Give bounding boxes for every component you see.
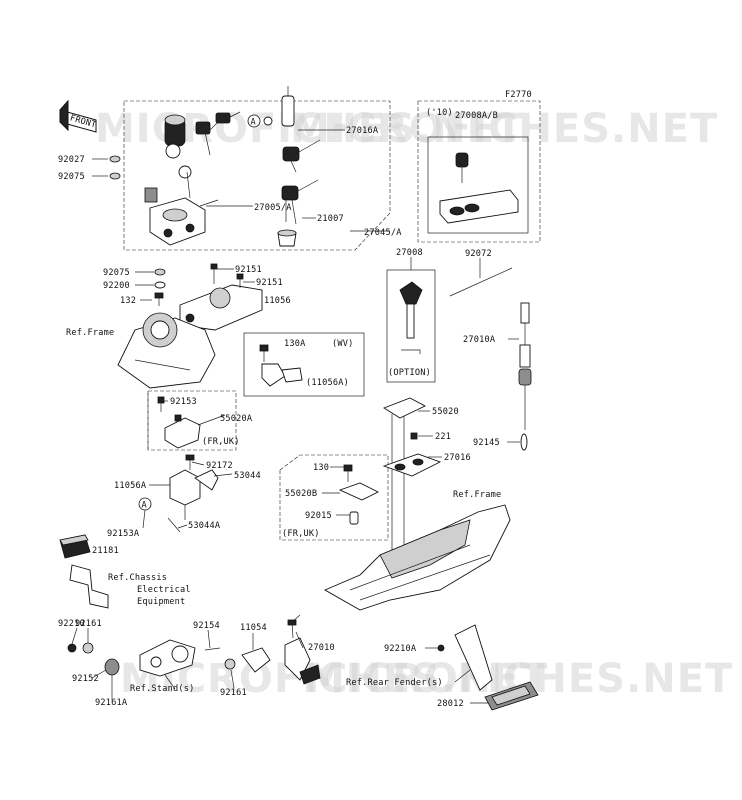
label-ref-frame-1: Ref.Frame (66, 328, 114, 338)
label-92153: 92153 (170, 397, 197, 407)
key-set-icon (281, 139, 321, 225)
label-92200: 92200 (103, 281, 130, 291)
washer-icon (154, 281, 166, 289)
label-130A: 130A (284, 339, 306, 349)
label-ref-chassis-2: Electrical (137, 585, 191, 595)
label-55020: 55020 (432, 407, 459, 417)
seal-cap-icon (277, 229, 297, 247)
svg-text:A: A (251, 118, 257, 128)
label-92151-a: 92151 (235, 265, 262, 275)
label-92075: 92075 (103, 268, 130, 278)
label-27010A: 27010A (463, 335, 496, 345)
clip-53044A-icon (167, 517, 181, 533)
label-ref-chassis-1: Ref.Chassis (108, 573, 167, 583)
fr-uk-right-box (279, 454, 389, 541)
handlebar-bracket (179, 263, 263, 331)
label-option: (OPTION) (388, 368, 431, 378)
label-132: 132 (120, 296, 136, 306)
label-221: 221 (435, 432, 451, 442)
wv-bolt-bracket-icon (259, 344, 303, 387)
option-key-box (417, 100, 541, 243)
label-27016: 27016 (444, 453, 471, 463)
label-fr-uk-1: (FR,UK) (202, 437, 240, 447)
cable-tie-icon (449, 267, 513, 297)
label-11056: 11056 (264, 296, 291, 306)
label-fr-uk-2: (FR,UK) (282, 529, 320, 539)
label-year-note: ('10) (426, 108, 453, 118)
option-key-inner-box (427, 136, 529, 234)
label-27005A: 27005/A (254, 203, 292, 213)
wv-box (243, 332, 365, 397)
switch-assembly-icon (518, 302, 532, 451)
label-ref-rear-fender: Ref.Rear Fender(s) (346, 678, 443, 688)
label-11056A-paren: (11056A) (306, 378, 349, 388)
label-92154: 92154 (193, 621, 220, 631)
ignition-switch-body (144, 114, 219, 246)
label-55020B: 55020B (285, 489, 317, 499)
label-92075-top: 92075 (58, 172, 85, 182)
label-92153A: 92153A (107, 529, 140, 539)
label-92210A: 92210A (384, 644, 417, 654)
label-92015: 92015 (305, 511, 332, 521)
label-92072: 92072 (465, 249, 492, 259)
bracket-55020A-icon (157, 396, 201, 449)
label-53044: 53044 (234, 471, 261, 481)
lock-cylinder-icon (263, 86, 295, 127)
callout-a-top: A (247, 114, 261, 128)
stand-switch-parts (67, 614, 321, 685)
front-arrow-icon: FRONT (59, 99, 97, 133)
label-92172: 92172 (206, 461, 233, 471)
ignition-group-box (123, 100, 391, 251)
label-92210: 92210 (58, 619, 85, 629)
svg-text:A: A (142, 501, 148, 511)
label-27010: 27010 (308, 643, 335, 653)
label-92145: 92145 (473, 438, 500, 448)
figure-code: F2770 (505, 90, 532, 100)
bracket-55020-icon (382, 397, 442, 555)
label-27008: 27008 (396, 248, 423, 258)
label-55020A: 55020A (220, 414, 253, 424)
key-pair-top-icon (195, 111, 241, 156)
relay-21181-icon (59, 534, 109, 609)
label-ref-chassis-3: Equipment (137, 597, 185, 607)
bracket-11056A-icon (169, 454, 219, 520)
callout-a-bottom: A (138, 497, 152, 511)
frame-head-icon (117, 312, 216, 389)
label-92027: 92027 (58, 155, 85, 165)
bolt-icon (154, 292, 164, 306)
washer-icon (109, 172, 121, 180)
key-blank-icon (399, 281, 423, 354)
label-130: 130 (313, 463, 329, 473)
label-11054: 11054 (240, 623, 267, 633)
label-27008AB: 27008A/B (455, 111, 498, 121)
label-92152: 92152 (72, 674, 99, 684)
washer-icon (109, 155, 121, 163)
label-27045A: 27045/A (364, 228, 402, 238)
label-21007: 21007 (317, 214, 344, 224)
leader-lines (71, 129, 520, 704)
option-key-icon (439, 152, 519, 224)
label-ref-stand: Ref.Stand(s) (130, 684, 195, 694)
bracket-55020B-icon (338, 464, 380, 525)
label-28012: 28012 (437, 699, 464, 709)
label-92161-b: 92161 (220, 688, 247, 698)
label-92161-a: 92161 (75, 619, 102, 629)
label-21181: 21181 (92, 546, 119, 556)
rear-frame-icon (323, 504, 511, 611)
label-ref-frame-2: Ref.Frame (453, 490, 501, 500)
rear-fender-bracket-icon (437, 624, 539, 711)
label-11056A: 11056A (114, 481, 147, 491)
label-27016A: 27016A (346, 126, 379, 136)
watermark-top-right: MICROFICHES.NET (290, 106, 718, 152)
label-92161A: 92161A (95, 698, 128, 708)
label-wv: (WV) (332, 339, 354, 349)
washer-icon (154, 268, 166, 276)
label-92151-b: 92151 (256, 278, 283, 288)
label-53044A: 53044A (188, 521, 221, 531)
